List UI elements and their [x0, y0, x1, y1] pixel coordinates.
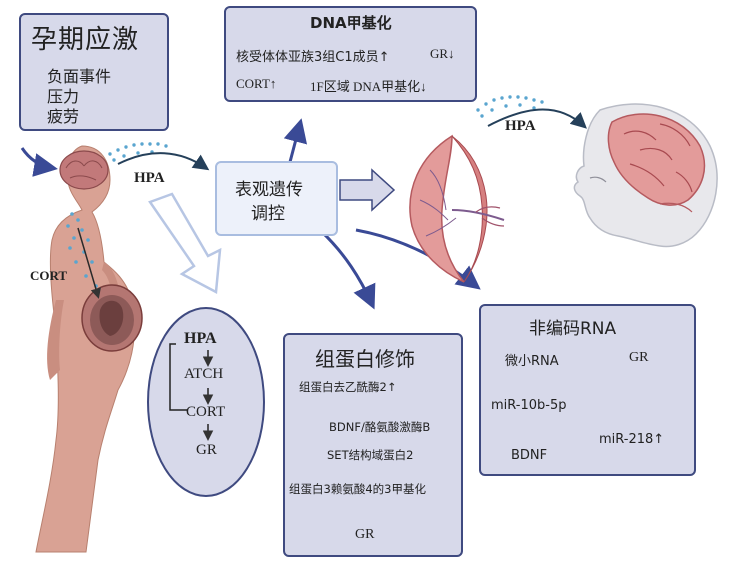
histone-step-2: BDNF/酪氨酸激酶B — [329, 420, 431, 434]
hollow-arrow-down — [148, 192, 222, 294]
dna-row2-right: 1F区域 DNA甲基化↓ — [310, 79, 427, 94]
histone-step-5: GR — [355, 527, 375, 542]
dna-title: DNA甲基化 — [310, 14, 392, 32]
axis-node-gr: GR — [196, 442, 217, 458]
ncrna-left-3: BDNF — [511, 448, 548, 463]
ncrna-right-1: GR — [629, 350, 649, 365]
stress-item-3: 疲劳 — [47, 107, 80, 126]
epigenetics-label-line2: 调控 — [251, 204, 285, 224]
ncrna-left-1: 微小RNA — [505, 354, 559, 369]
ncrna-box: 非编码RNA 微小RNA miR-10b-5p BDNF GR miR-218↑ — [479, 304, 696, 476]
stress-title: 孕期应激 — [31, 25, 140, 55]
histone-modification-box: 组蛋白修饰 组蛋白去乙酰酶2↑ BDNF/酪氨酸激酶B SET结构域蛋白2 组蛋… — [283, 333, 463, 557]
stress-item-2: 压力 — [47, 87, 80, 106]
mother-brain-icon — [59, 150, 109, 190]
dna-row2-left: CORT↑ — [236, 76, 277, 91]
dna-row1-left: 核受体体亚族3组C1成员↑ — [236, 50, 390, 65]
mother-hpa-label: HPA — [134, 170, 165, 186]
axis-node-hpa: HPA — [184, 330, 217, 347]
dna-methylation-box: DNA甲基化 核受体体亚族3组C1成员↑ GR↓ CORT↑ 1F区域 DNA甲… — [224, 6, 477, 102]
axis-node-atch: ATCH — [184, 366, 224, 382]
placenta-icon — [409, 134, 505, 283]
mother-cort-label: CORT — [30, 268, 68, 283]
infant-head-icon — [573, 103, 718, 248]
histone-step-3: SET结构域蛋白2 — [327, 448, 414, 462]
hpa-dots-left — [108, 142, 168, 162]
hollow-arrow-right — [339, 168, 396, 212]
epigenetics-label-line1: 表观遗传 — [235, 180, 303, 200]
ncrna-left-2: miR-10b-5p — [491, 398, 567, 413]
ncrna-right-2: miR-218↑ — [599, 432, 665, 447]
histone-step-4: 组蛋白3赖氨酸4的3甲基化 — [289, 482, 426, 496]
epigenetics-box: 表观遗传 调控 — [215, 161, 338, 236]
womb-fetus-icon — [81, 284, 143, 352]
axis-node-cort: CORT — [186, 404, 226, 420]
histone-title: 组蛋白修饰 — [315, 347, 415, 371]
ncrna-title: 非编码RNA — [529, 319, 617, 339]
histone-step-1: 组蛋白去乙酰酶2↑ — [299, 380, 397, 394]
fetus-hpa-label: HPA — [505, 118, 536, 134]
stress-item-1: 负面事件 — [47, 67, 112, 86]
stress-box: 孕期应激 负面事件 压力 疲劳 — [19, 13, 169, 131]
dna-row1-right: GR↓ — [430, 46, 455, 61]
hpa-dots-right — [476, 95, 544, 118]
hormone-dots — [66, 212, 98, 288]
